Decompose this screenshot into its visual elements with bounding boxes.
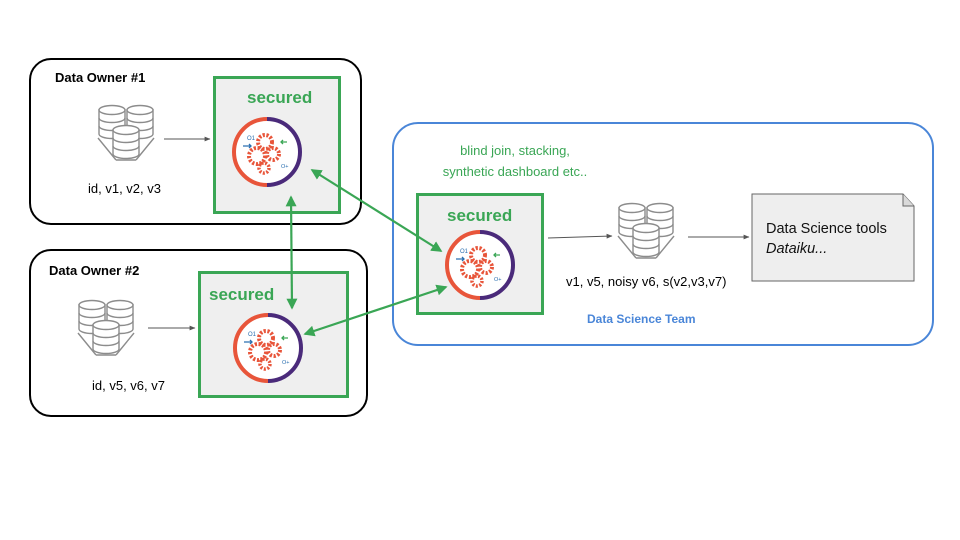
tools-text: Data Science tools Dataiku...	[766, 219, 887, 259]
secured-label-team: secured	[447, 206, 513, 225]
data-owner-2-title: Data Owner #2	[49, 263, 140, 278]
link-owner1-team	[310, 169, 443, 252]
secured-label-owner-2: secured	[209, 285, 275, 304]
owner-1-variables: id, v1, v2, v3	[88, 181, 161, 196]
team-name: Data Science Team	[587, 312, 696, 326]
secure-enclave-icon-owner-1	[232, 117, 302, 187]
link-owner1-owner2	[285, 195, 298, 310]
secure-enclave-icon-team	[445, 230, 515, 300]
operations-line-2: synthetic dashboard etc..	[442, 164, 588, 179]
tools-line-2: Dataiku...	[766, 241, 828, 257]
link-owner2-team	[303, 284, 448, 337]
data-owner-1-title: Data Owner #1	[55, 70, 146, 85]
secure-enclave-icon-owner-2	[233, 313, 303, 383]
operations-note: blind join, stacking, synthetic dashboar…	[420, 140, 610, 182]
owner-2-variables: id, v5, v6, v7	[92, 378, 165, 393]
operations-line-1: blind join, stacking,	[460, 143, 570, 158]
tools-line-1: Data Science tools	[766, 221, 887, 237]
database-icon-team	[618, 204, 674, 259]
arrow-enclave-to-db	[547, 233, 613, 239]
database-icon-owner-1	[98, 106, 154, 161]
secured-label-owner-1: secured	[247, 88, 313, 107]
document-icon	[751, 193, 915, 282]
team-variables: v1, v5, noisy v6, s(v2,v3,v7)	[566, 274, 727, 289]
database-icon-owner-2	[78, 301, 134, 356]
